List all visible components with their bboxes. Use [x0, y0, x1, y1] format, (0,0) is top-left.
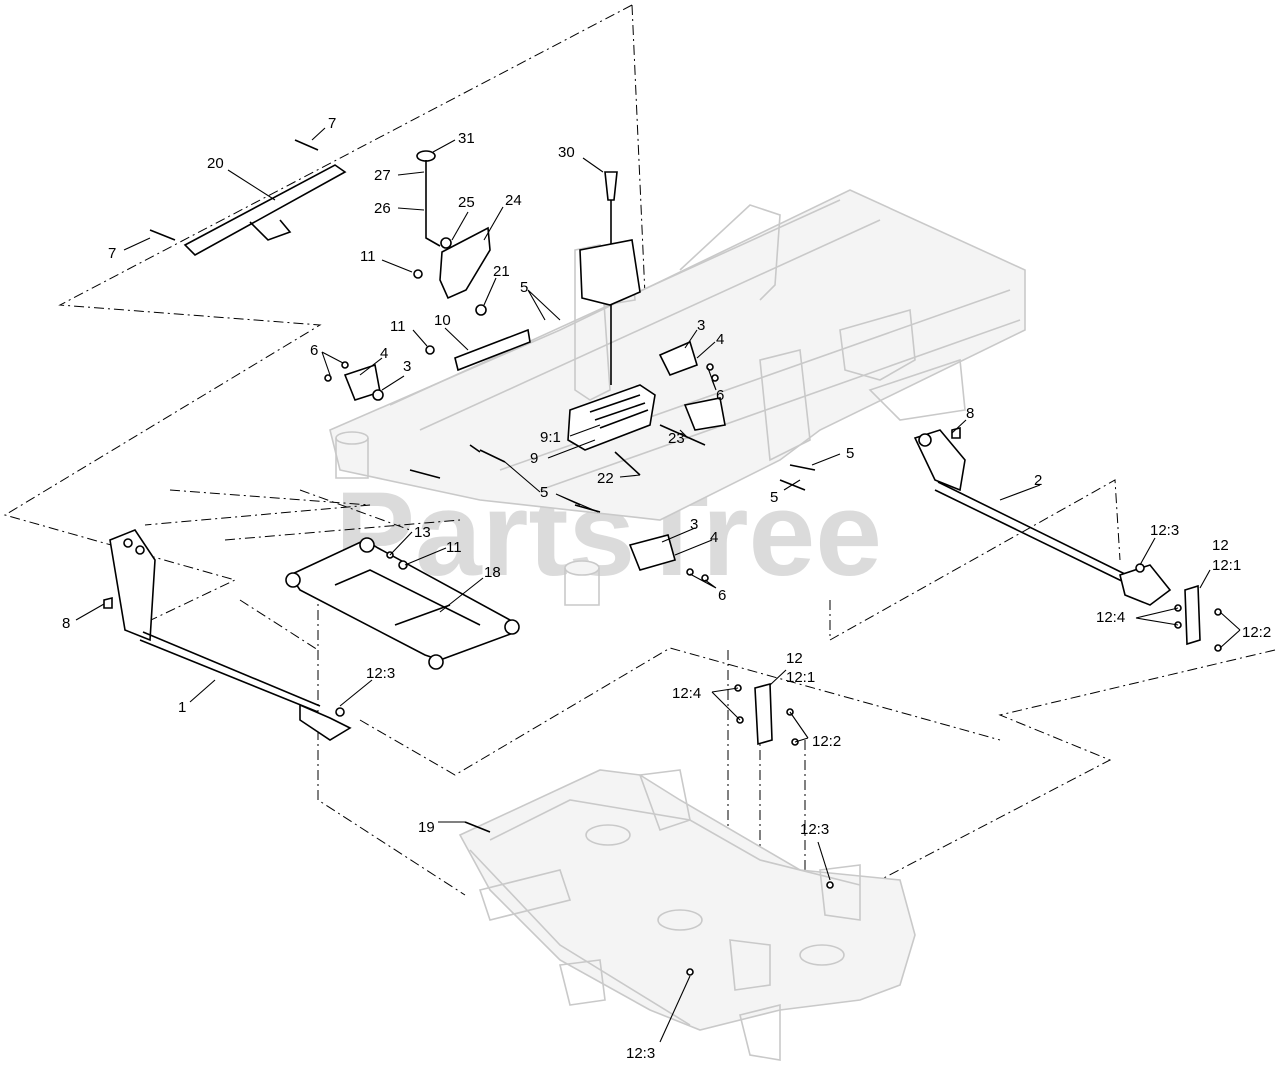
callout-item-20: 20 [207, 155, 224, 172]
callout-item-11: 11 [446, 539, 462, 556]
callout-item-22: 22 [597, 470, 614, 487]
callout-item-6: 6 [718, 587, 726, 604]
callout-item-13: 13 [414, 524, 431, 541]
callout-item-12-4: 12:4 [1096, 609, 1125, 626]
callout-item-12-4: 12:4 [672, 685, 701, 702]
callout-item-8: 8 [966, 405, 974, 422]
callout-item-7: 7 [328, 115, 336, 132]
callout-item-4: 4 [380, 345, 388, 362]
callout-item-8: 8 [62, 615, 70, 632]
callout-item-12-2: 12:2 [812, 733, 841, 750]
callout-item-12-3: 12:3 [366, 665, 395, 682]
leader-lines [75, 127, 1241, 1043]
callout-item-26: 26 [374, 200, 391, 217]
callout-item-5: 5 [540, 484, 548, 501]
callout-item-12-1: 12:1 [786, 669, 815, 686]
callout-item-3: 3 [690, 516, 698, 533]
callout-labels: 7 7 20 31 27 26 25 24 30 11 21 5 11 10 6… [62, 115, 1271, 1062]
mower-deck-ghost [458, 769, 916, 1061]
callout-item-12-3: 12:3 [800, 821, 829, 838]
callout-item-3: 3 [697, 317, 705, 334]
callout-item-3: 3 [403, 358, 411, 375]
callout-item-12-2: 12:2 [1242, 624, 1271, 641]
callout-item-23: 23 [668, 430, 685, 447]
callout-item-10: 10 [434, 312, 451, 329]
callout-item-6: 6 [716, 387, 724, 404]
callout-item-25: 25 [458, 194, 475, 211]
callout-item-5: 5 [846, 445, 854, 462]
callout-item-9: 9 [530, 450, 538, 467]
callout-item-12-3: 12:3 [1150, 522, 1179, 539]
callout-item-12: 12 [1212, 537, 1229, 554]
callout-item-5: 5 [520, 279, 528, 296]
callout-item-6: 6 [310, 342, 318, 359]
callout-item-4: 4 [716, 331, 724, 348]
callout-item-2: 2 [1034, 472, 1042, 489]
callout-item-21: 21 [493, 263, 510, 280]
callout-item-12: 12 [786, 650, 803, 667]
callout-item-31: 31 [458, 130, 475, 147]
callout-item-30: 30 [558, 144, 575, 161]
callout-item-7: 7 [108, 245, 116, 262]
callout-item-19: 19 [418, 819, 435, 836]
callout-item-11: 11 [360, 248, 376, 265]
callout-item-24: 24 [505, 192, 522, 209]
parts-detail [103, 139, 1222, 976]
callout-item-12-1: 12:1 [1212, 557, 1241, 574]
callout-item-11: 11 [390, 318, 406, 335]
callout-item-1: 1 [178, 699, 186, 716]
callout-item-27: 27 [374, 167, 391, 184]
callout-item-9-1: 9:1 [540, 429, 561, 446]
callout-item-4: 4 [710, 529, 718, 546]
callout-item-5: 5 [770, 489, 778, 506]
callout-item-18: 18 [484, 564, 501, 581]
callout-item-12-3: 12:3 [626, 1045, 655, 1062]
